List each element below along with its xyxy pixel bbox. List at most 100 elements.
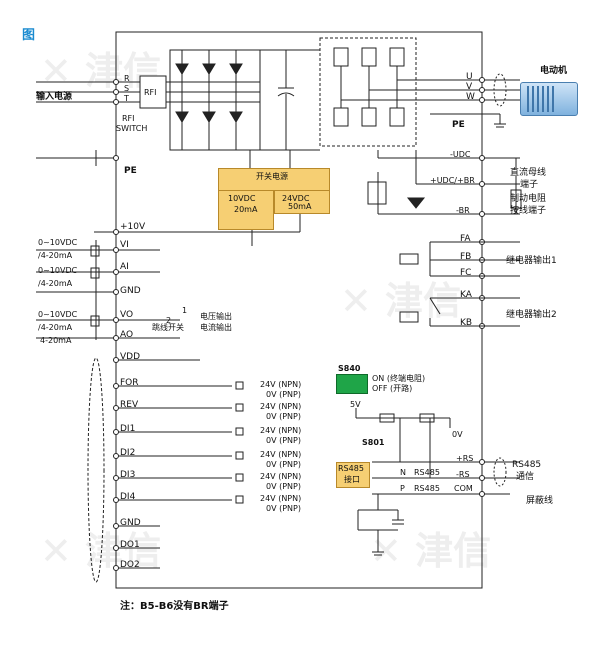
input-power-label: 输入电源 [36,92,73,102]
v5-label: 5V [350,400,361,409]
power-24v-current: 50mA [288,202,312,211]
pnp-label: 0V (PNP) [266,460,301,469]
pe-label: PE [124,166,137,176]
npn-label: 24V (NPN) [260,402,302,411]
terminal-di1: DI1 [120,424,136,434]
vo-range: /4-20mA [38,323,73,332]
s840-off: OFF (开路) [372,384,413,393]
jumper-label: 跳线开关 [152,323,184,332]
relay1-label: 继电器输出1 [506,256,557,266]
terminal-do2: DO2 [120,560,140,570]
power-10v-current: 20mA [234,205,258,214]
terminal-for: FOR [120,378,139,388]
terminal-ai: AI [120,262,129,272]
terminal-w: W [466,92,475,102]
pnp-label: 0V (PNP) [266,482,301,491]
npn-label: 24V (NPN) [260,426,302,435]
rectifier-bridge [175,50,243,150]
terminal-ao: AO [120,330,134,340]
s801-label: S801 [362,438,385,447]
terminal-udc-minus: -UDC [450,150,471,159]
ao-range: 4-20mA [40,336,72,345]
rs485-comm-label: RS485 [512,460,542,470]
terminal-vdd: VDD [120,352,141,362]
power-24vdc [274,190,330,214]
shield-label: 屏蔽线 [526,496,554,506]
npn-label: 24V (NPN) [260,450,302,459]
p-label: P [400,484,405,493]
terminal-plus-rs: +RS [456,454,474,463]
terminal-udc-plus: +UDC/+BR [430,176,475,185]
terminal-do1: DO1 [120,540,140,550]
terminal-r: R [124,74,130,83]
switch-pos-1: 1 [182,306,188,315]
brake-resistor-label: 制动电阻 [510,194,547,204]
terminal-10v: +10V [120,222,146,232]
rs485-comm-label: 通信 [516,472,535,482]
s840-label: S840 [338,364,361,373]
terminal-vi: VI [120,240,129,250]
rs485-interface [336,462,370,488]
ai-range: 0~10VDC [38,266,78,275]
motor-icon [520,82,578,116]
rfi-label: RFI [144,88,157,97]
vi-range: 0~10VDC [38,238,78,247]
terminal-gnd: GND [120,286,141,296]
terminal-kb: KB [460,318,473,328]
vo-range: 0~10VDC [38,310,78,319]
terminal-fa: FA [460,234,471,244]
s840-switch[interactable] [336,374,368,394]
rs485-n-label: RS485 [414,468,440,477]
pnp-label: 0V (PNP) [266,436,301,445]
n-label: N [400,468,406,477]
terminal-fb: FB [460,252,472,262]
power-10v-label: 10VDC [228,194,256,203]
npn-label: 24V (NPN) [260,472,302,481]
terminal-br-minus: -BR [456,206,470,215]
power-10vdc [218,190,274,230]
npn-label: 24V (NPN) [260,380,302,389]
ai-range: /4-20mA [38,279,73,288]
power-24v-label: 24VDC [282,194,310,203]
ov-label: 0V [452,430,463,439]
footer-note: 注：B5-B6没有BR端子 [120,601,229,612]
dc-bus-label: 端子 [520,180,539,190]
terminal-di3: DI3 [120,470,136,480]
pe-output-label: PE [452,120,465,130]
terminal-u: U [466,72,473,82]
terminal-s: S [124,84,130,93]
relay2-label: 继电器输出2 [506,310,557,320]
dc-bus-label: 直流母线 [510,168,547,178]
figure-title: 图 [22,28,36,43]
terminal-t: T [124,94,129,103]
power-supply-title: 开关电源 [256,172,288,181]
com-label: COM [454,484,473,493]
inverter-frame [115,31,483,589]
terminal-ka: KA [460,290,472,300]
switch-pos-2: 2 [166,316,172,325]
terminal-rev: REV [120,400,139,410]
rs485-interface-label: 接口 [344,475,360,484]
terminal-vo: VO [120,310,134,320]
terminal-di2: DI2 [120,448,136,458]
terminal-minus-rs: -RS [456,470,470,479]
terminal-gnd2: GND [120,518,141,528]
relay-coil [399,253,419,265]
rs485-p-label: RS485 [414,484,440,493]
rs485-interface-label: RS485 [338,464,364,473]
voltage-output-label: 电压输出 [200,312,232,321]
terminal-di4: DI4 [120,492,136,502]
pnp-label: 0V (PNP) [266,504,301,513]
pnp-label: 0V (PNP) [266,390,301,399]
brake-resistor-label: 按线端子 [510,206,547,216]
npn-label: 24V (NPN) [260,494,302,503]
current-output-label: 电流输出 [200,323,232,332]
igbt-module [319,37,417,147]
motor-label: 电动机 [540,66,568,76]
control-terminals [36,229,200,363]
s840-on: ON (终端电阻) [372,374,426,383]
vi-range: /4-20mA [38,251,73,260]
rfi-switch-label: SWITCH [116,124,148,133]
terminal-fc: FC [460,268,472,278]
